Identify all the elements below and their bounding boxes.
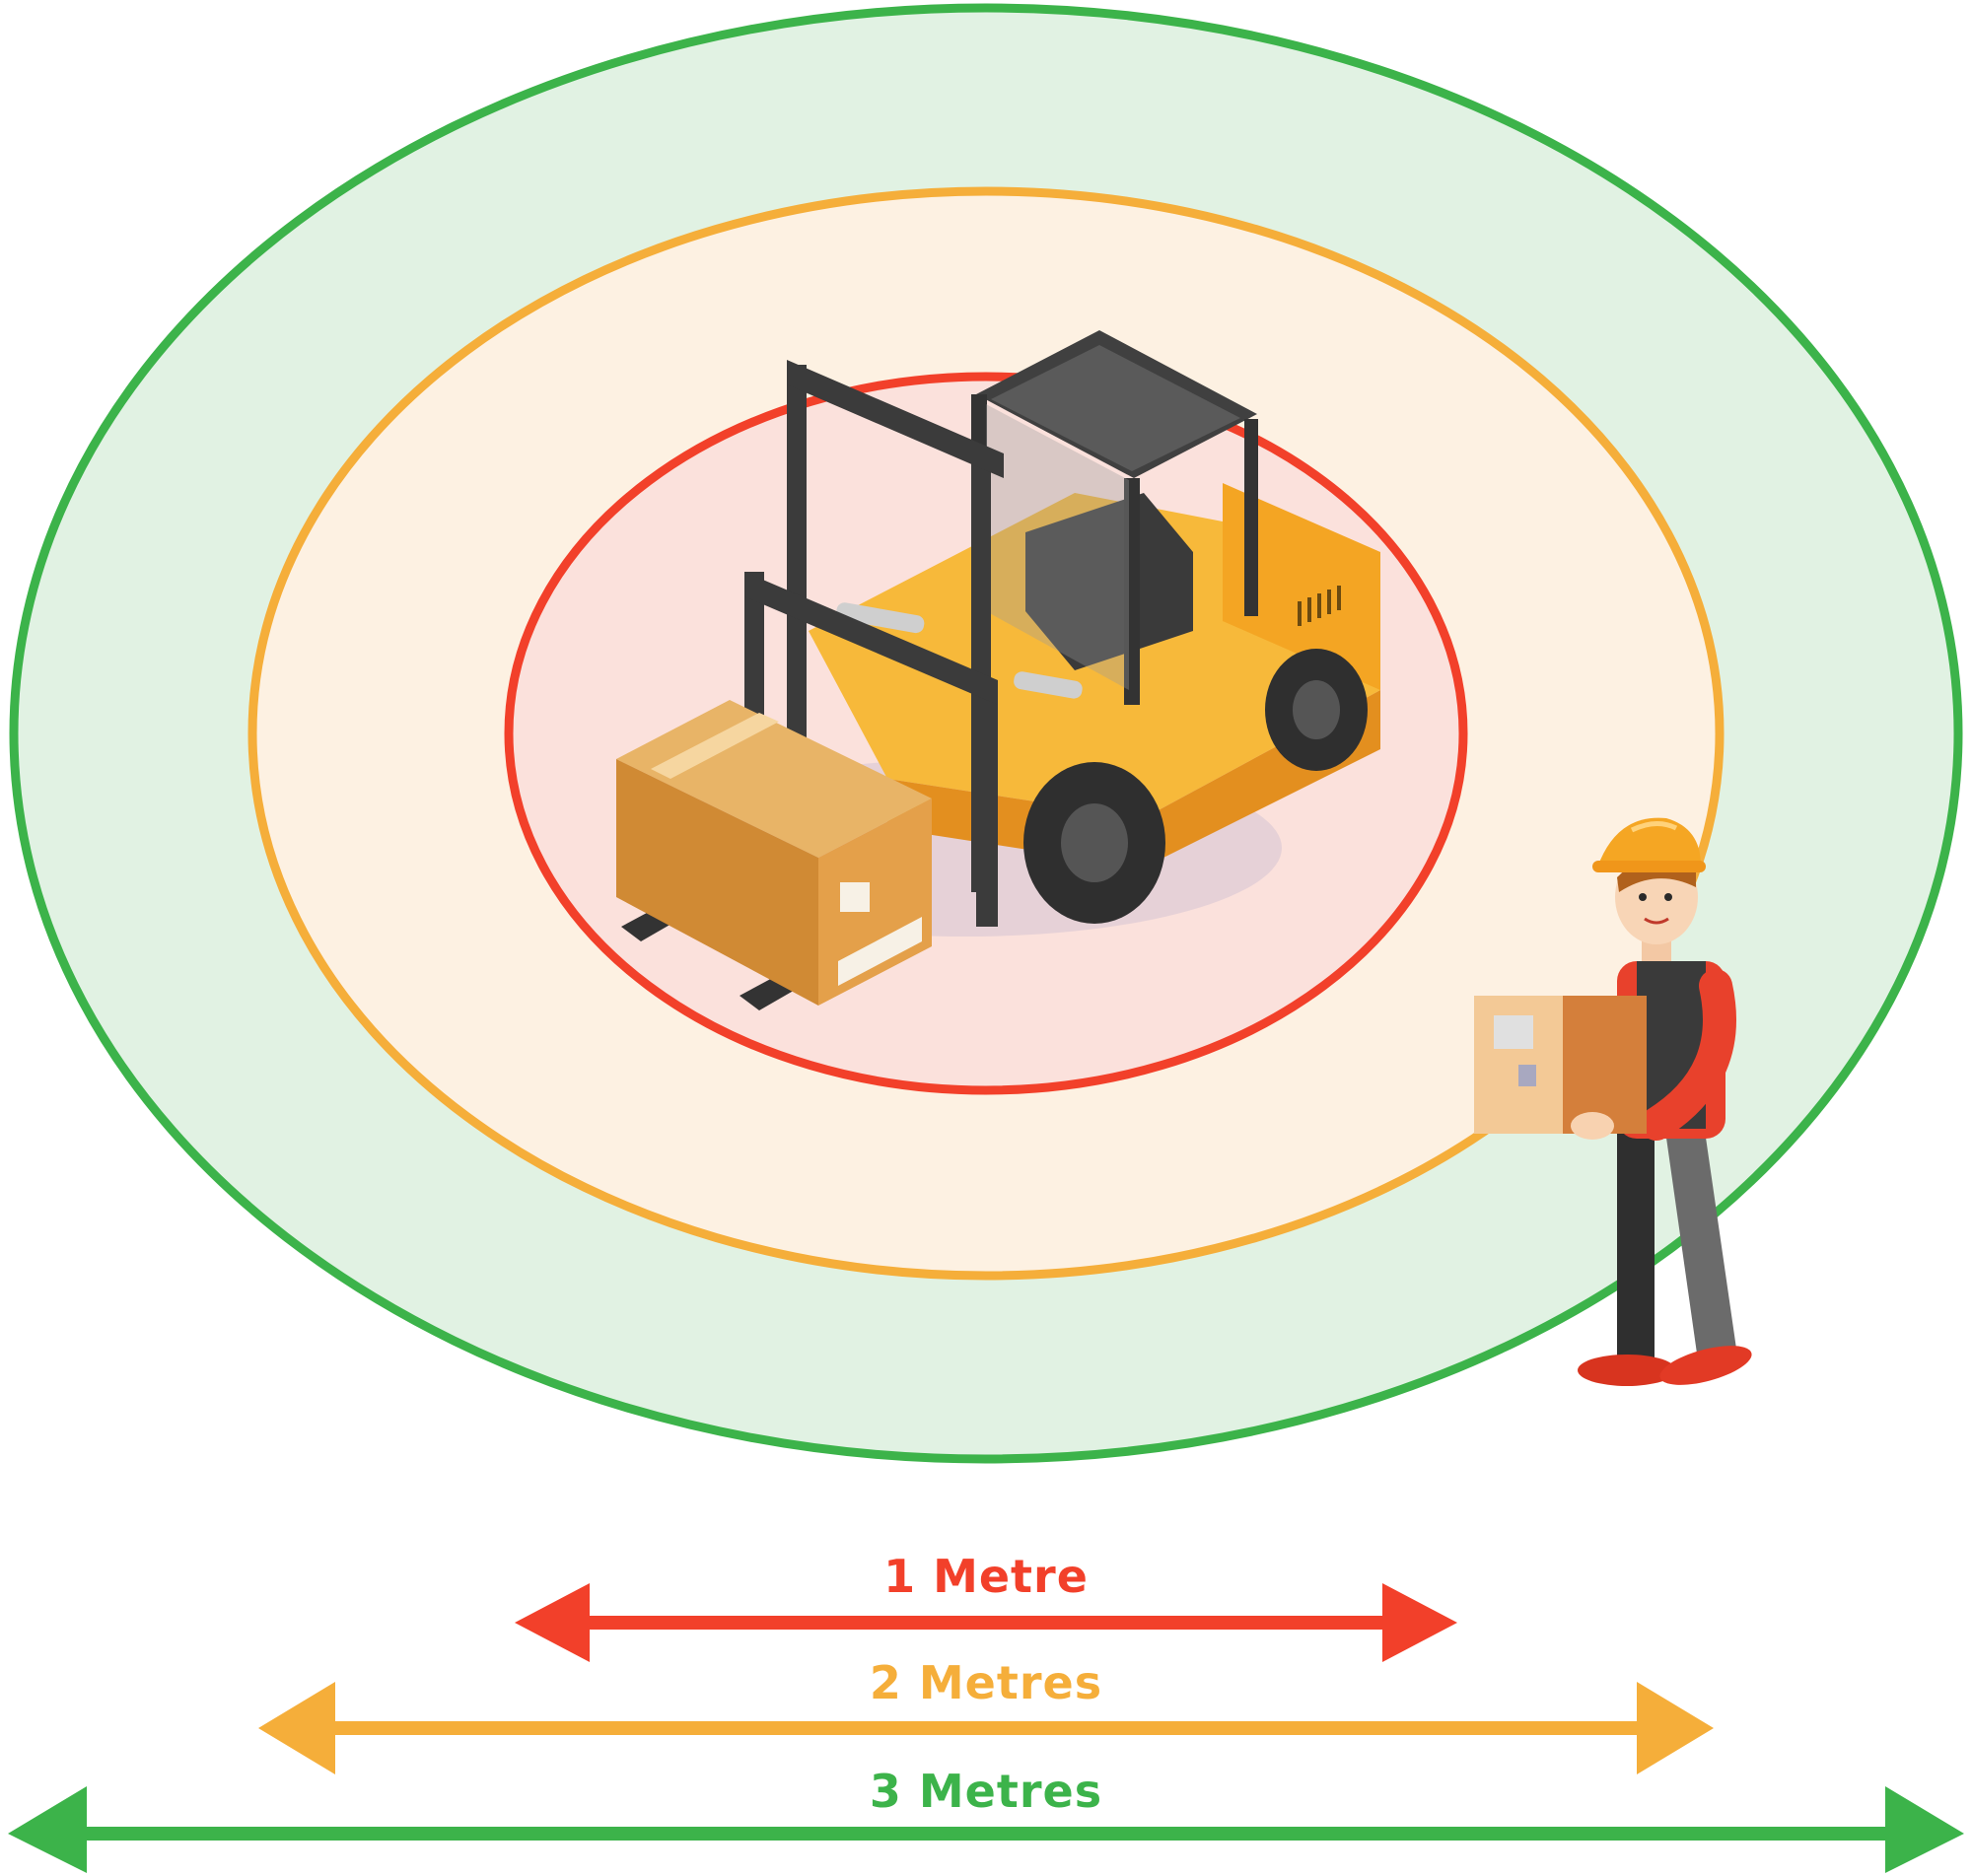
worker-illustration (1474, 817, 1752, 1386)
arrow-3m (8, 1786, 1964, 1873)
label-1-metre: 1 Metre (883, 1550, 1089, 1603)
arrow-2m (258, 1682, 1714, 1774)
arrow-1m (515, 1583, 1457, 1662)
label-3-metres: 3 Metres (869, 1765, 1103, 1818)
label-2-metres: 2 Metres (869, 1656, 1103, 1709)
forklift-illustration (616, 330, 1380, 1010)
